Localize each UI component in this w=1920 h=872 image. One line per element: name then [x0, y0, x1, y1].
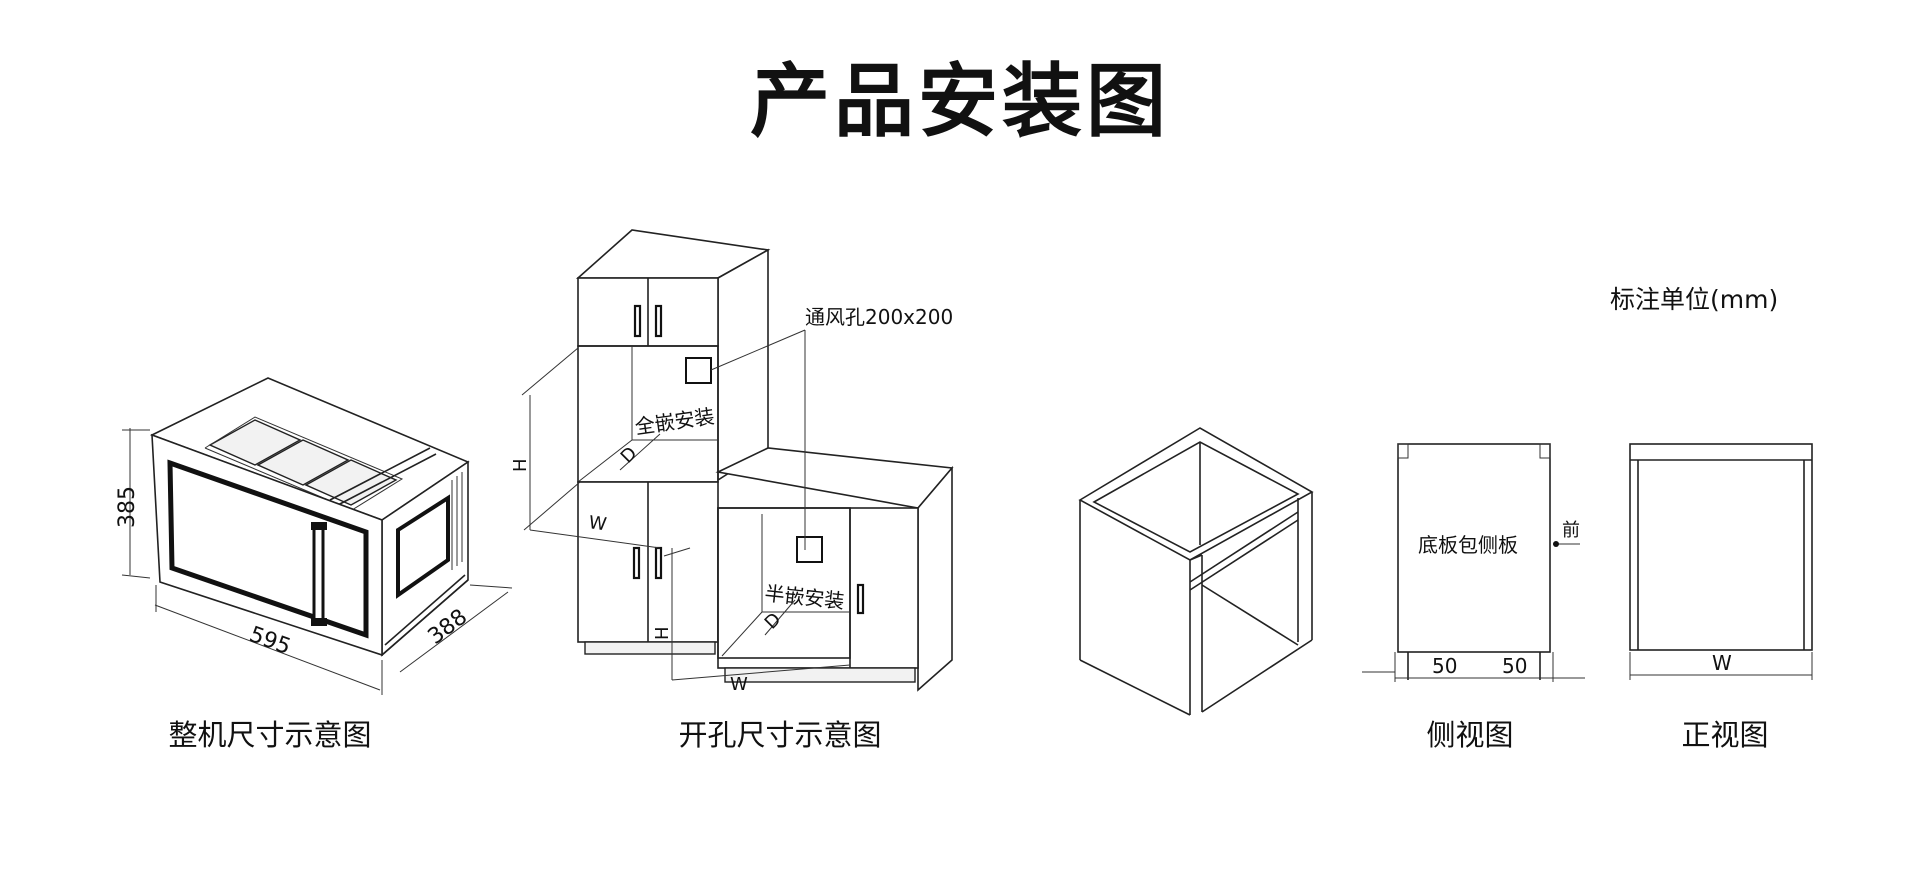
front-marker: 前: [1562, 520, 1580, 541]
lower-vent: [796, 536, 823, 563]
vent-leader: 通风孔200x200: [710, 305, 953, 550]
cabinet-illustration: 通风孔200x200 全嵌安装 半嵌安装 H W D H W: [510, 229, 954, 695]
unit-note: 标注单位(mm): [1610, 285, 1779, 314]
dim-opening-height-upper: H: [510, 458, 531, 472]
dim-opening-depth-upper: D: [617, 443, 642, 468]
page-title: 产品安装图: [750, 55, 1170, 148]
dim-opening-height-lower: H: [652, 626, 673, 640]
side-view-illustration: 50 50 底板包侧板 前: [1362, 443, 1585, 682]
caption-opening: 开孔尺寸示意图: [678, 718, 882, 752]
dim-opening-width-upper: W: [587, 512, 608, 535]
dim-side-gap-right: 50: [1502, 654, 1527, 678]
vent-label: 通风孔200x200: [805, 305, 953, 329]
caption-overall: 整机尺寸示意图: [168, 718, 372, 752]
side-panel-label: 底板包侧板: [1418, 533, 1518, 557]
dim-opening-width-lower: W: [730, 674, 748, 695]
dim-side-gap-left: 50: [1432, 654, 1457, 678]
oven-handle: [311, 522, 327, 626]
caption-side-view: 侧视图: [1426, 718, 1514, 752]
caption-front-view: 正视图: [1681, 718, 1769, 752]
full-embed-label: 全嵌安装: [633, 404, 716, 439]
cabinet-frame: [1078, 427, 1314, 716]
dim-height: 385: [115, 428, 151, 579]
dim-width-label: 595: [246, 622, 294, 660]
side-vents: [451, 472, 463, 570]
front-view-illustration: W: [1629, 443, 1813, 680]
upper-handles: [633, 304, 663, 338]
oven-illustration: 385 595 388: [115, 377, 513, 695]
top-vents: [204, 416, 404, 511]
dim-height-label: 385: [115, 486, 140, 528]
dim-front-width: W: [1712, 651, 1732, 675]
upper-vent: [685, 357, 712, 384]
